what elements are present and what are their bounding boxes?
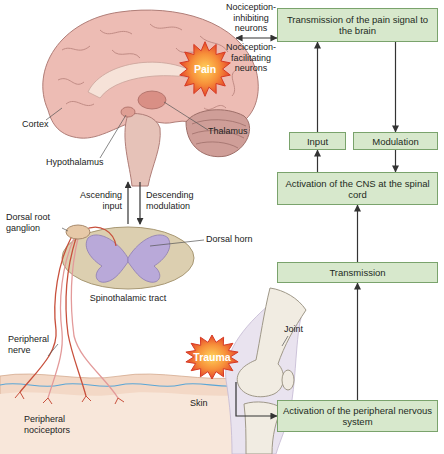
peripheral-nerve <box>66 238 86 396</box>
process-box: Transmission of the pain signal to the b… <box>277 8 438 42</box>
spinal-cord-section <box>128 235 170 282</box>
peripheral-nerve <box>66 225 90 239</box>
neuron-label: Nociception-inhibiting neurons <box>222 2 280 34</box>
pathway-label: Ascending input <box>66 190 122 211</box>
brain <box>43 10 258 186</box>
node-text: Modulation <box>369 136 421 147</box>
flow-arrow <box>395 150 396 172</box>
peripheral-nerve <box>15 392 124 404</box>
spinal-cord-section <box>86 235 128 282</box>
part-label: Cortex <box>22 119 62 130</box>
pathway-arrows <box>127 182 128 224</box>
pathway-arrows <box>139 182 140 224</box>
part-label: Dorsal horn <box>206 234 266 245</box>
knee-joint <box>282 370 294 390</box>
pathway-arrows <box>128 182 140 224</box>
flow-arrow <box>236 37 277 38</box>
leader-lines <box>46 108 62 120</box>
starburst-shape <box>180 42 231 97</box>
process-box: Input <box>289 132 346 150</box>
skin-layer <box>0 384 248 387</box>
peripheral-nerve <box>15 225 124 404</box>
peripheral-nerve <box>71 238 118 398</box>
flow-arrow <box>236 382 277 416</box>
knee-joint <box>237 288 306 397</box>
part-label: Dorsal root ganglion <box>6 212 64 233</box>
part-label: Peripheral nociceptors <box>24 414 100 435</box>
part-label: Peripheral nerve <box>8 334 60 355</box>
peripheral-nerve <box>20 236 72 392</box>
starburst-shape <box>186 335 238 379</box>
skin-layer <box>0 392 250 454</box>
node-text: Input <box>304 136 331 147</box>
flow-arrow <box>357 283 358 400</box>
skin-layer <box>0 374 250 454</box>
trauma-burst: Trauma <box>180 332 244 382</box>
flow-arrow <box>357 205 358 262</box>
leader-lines <box>48 344 58 356</box>
pathway-label: Descending modulation <box>146 190 212 211</box>
leader-lines <box>46 102 288 356</box>
part-label: Hypothalamus <box>46 157 116 168</box>
brain <box>125 114 160 186</box>
brain <box>58 24 236 110</box>
node-text: Transmission <box>326 267 388 278</box>
brain <box>121 107 135 117</box>
part-label: Joint <box>284 324 324 335</box>
process-box: Activation of the CNS at the spinal cord <box>277 172 438 205</box>
leader-lines <box>100 115 126 158</box>
part-label: Skin <box>190 398 220 409</box>
node-text: Activation of the CNS at the spinal cord <box>278 178 437 200</box>
process-box: Modulation <box>353 132 438 150</box>
node-text: Transmission of the pain signal to the b… <box>278 14 437 36</box>
leader-lines <box>164 102 208 130</box>
process-box: Transmission <box>277 262 438 283</box>
node-text: Pain <box>191 64 219 75</box>
node-text: Activation of the peripheral nervous sys… <box>278 405 437 427</box>
node-text: Trauma <box>190 352 233 363</box>
leader-lines <box>282 336 288 346</box>
leader-lines <box>150 240 204 246</box>
process-box: Activation of the peripheral nervous sys… <box>277 400 438 432</box>
neuron-label: Nociception-facilitating neurons <box>222 42 280 74</box>
leader-lines <box>62 228 68 231</box>
flow-arrow <box>317 42 318 132</box>
brain <box>138 91 166 109</box>
part-label: Thalamus <box>208 126 258 137</box>
flow-arrow <box>317 150 318 172</box>
skin-layer <box>0 374 250 454</box>
flow-arrow <box>395 42 396 132</box>
part-label: Spinothalamic tract <box>68 293 188 304</box>
